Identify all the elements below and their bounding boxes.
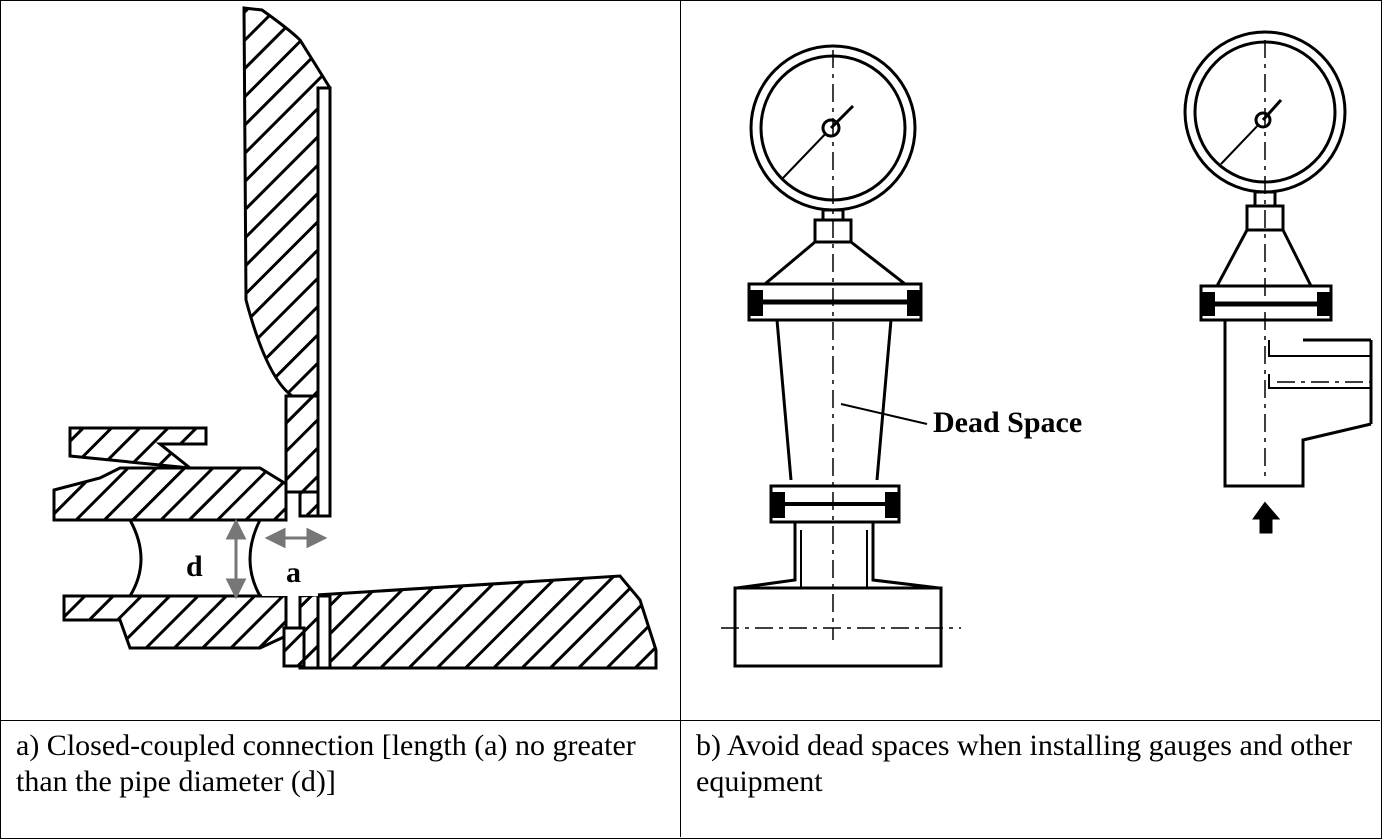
vessel-wall bbox=[242, 6, 332, 518]
clamp-block bbox=[284, 394, 320, 494]
gauge-needle-left bbox=[782, 127, 832, 179]
bottom-plate bbox=[316, 594, 332, 670]
lower-pipe-wall bbox=[62, 594, 288, 650]
tapered-body bbox=[775, 319, 893, 481]
label-d: d bbox=[186, 550, 203, 583]
label-dead-space: Dead Space bbox=[933, 406, 1082, 439]
column-divider bbox=[680, 0, 681, 837]
lower-clamp bbox=[282, 626, 306, 668]
caption-a: a) Closed-coupled connection [length (a)… bbox=[16, 729, 636, 798]
closed-coupled-diagram: d a bbox=[52, 6, 658, 670]
tee-pipe-left bbox=[733, 586, 943, 668]
label-a: a bbox=[286, 556, 301, 589]
straight-body bbox=[1223, 320, 1372, 488]
bottom-wall bbox=[298, 574, 658, 670]
upper-flange-arm bbox=[68, 426, 208, 470]
panel-closed-coupled: d a bbox=[0, 0, 680, 720]
vessel-plate bbox=[316, 86, 332, 518]
dead-space-leader bbox=[840, 403, 928, 425]
caption-b: b) Avoid dead spaces when installing gau… bbox=[696, 729, 1352, 798]
upper-pipe-wall bbox=[52, 466, 288, 522]
caption-divider bbox=[0, 720, 1380, 721]
gauge-nut-right bbox=[1245, 204, 1285, 232]
panel-dead-space: Dead Space bbox=[681, 0, 1380, 720]
dead-space-diagram: Dead Space bbox=[721, 30, 1373, 668]
flow-arrow bbox=[1252, 501, 1281, 534]
gauge-needle-right bbox=[1220, 119, 1264, 165]
